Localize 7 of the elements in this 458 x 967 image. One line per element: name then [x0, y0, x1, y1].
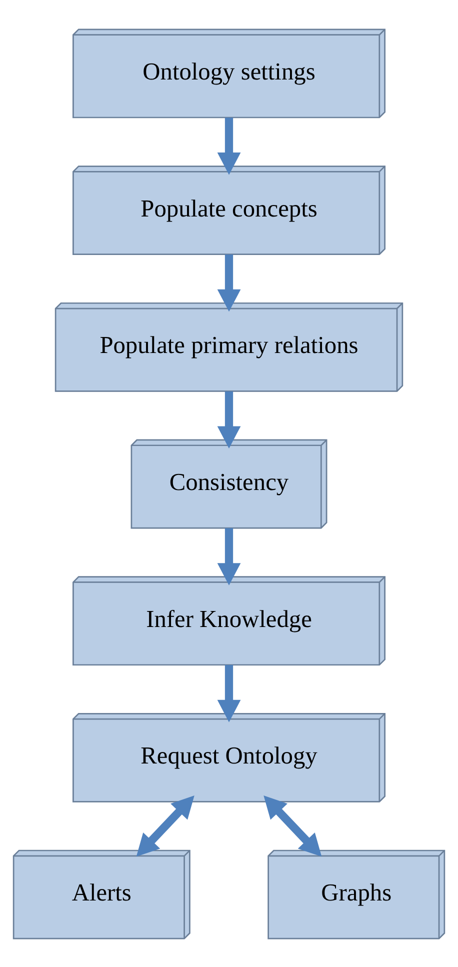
- arrow: [217, 528, 241, 585]
- arrow: [217, 664, 241, 722]
- arrow: [264, 795, 322, 856]
- arrow: [217, 390, 241, 448]
- arrow: [217, 117, 241, 174]
- arrow: [136, 795, 194, 856]
- arrow: [217, 254, 241, 312]
